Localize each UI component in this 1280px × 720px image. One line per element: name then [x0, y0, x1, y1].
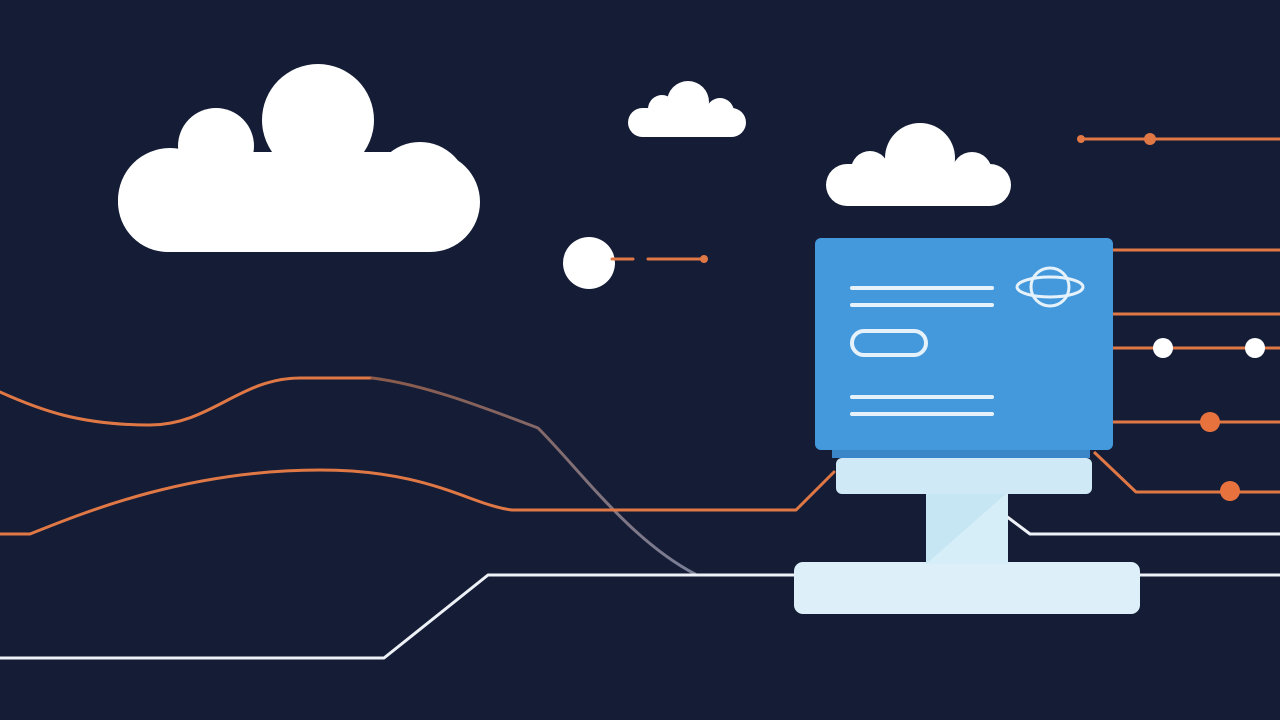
cloud-medium-right	[826, 123, 1011, 206]
screen-content	[850, 286, 994, 416]
floating-node	[563, 237, 708, 289]
monitor-base	[794, 562, 1140, 614]
orange-wave-upper	[0, 376, 374, 427]
right-connectors	[1005, 133, 1280, 536]
cloud-small-top	[628, 81, 746, 137]
orange-wave-lower	[0, 468, 836, 536]
monitor-collar	[836, 458, 1092, 494]
button-pill	[850, 329, 928, 357]
globe-icon	[1015, 266, 1085, 308]
monitor	[794, 238, 1140, 614]
cloud-large	[118, 64, 480, 252]
monitor-screen	[815, 238, 1113, 450]
fading-wave-line	[370, 376, 697, 576]
white-circuit-line	[0, 573, 798, 660]
